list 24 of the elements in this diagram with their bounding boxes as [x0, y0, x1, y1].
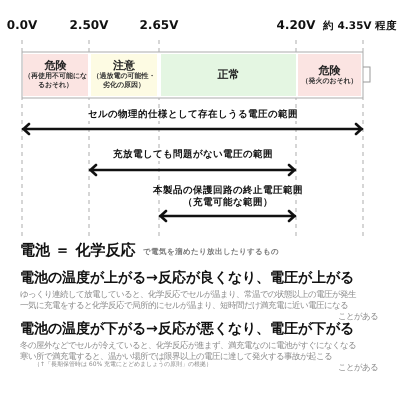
range-label: 本製品の保護回路の終止電圧範囲: [152, 186, 304, 196]
voltage-zone: [161, 54, 296, 96]
voltage-label: 4.20V: [276, 19, 316, 33]
voltage-label: 2.65V: [138, 19, 180, 33]
zone-title: 注意: [113, 60, 135, 72]
body-text: ゆっくり連続して放電していると、化学反応でセルが温まり、常温での状態以上の電圧が発生: [20, 290, 356, 300]
heading: 電池の温度が上がる→反応が良くなり、電圧が上がる: [20, 270, 354, 286]
heading: 電池 ＝ 化学反応: [20, 242, 136, 260]
voltage-label: 約 4.35V 程度: [322, 20, 398, 32]
body-text: ことがある: [337, 312, 378, 322]
body-text: ことがある: [337, 363, 378, 373]
body-text: 冬の屋外などでセルが冷えていると、化学反応が進まず、満充電なのに電池がすぐになくなる: [20, 341, 356, 351]
voltage-label: 0.0V: [6, 19, 38, 33]
range-label: （充電可能な範囲）: [182, 198, 274, 209]
voltage-label: 2.50V: [68, 19, 110, 33]
voltage-zone: [23, 54, 88, 96]
zone-title: 危険: [318, 64, 340, 77]
voltage-zone: [91, 54, 157, 96]
heading: 電池の温度が下がる→反応が悪くなり、電圧が下がる: [20, 321, 354, 338]
body-text: 一気に充電をすると化学反応で局所的にセルが温まり、短時間だけ満充電に近い電圧になる: [20, 301, 348, 311]
zone-title: 正常: [218, 68, 240, 82]
voltage-zone: [298, 54, 361, 96]
zone-title: 危険: [44, 60, 66, 72]
body-text: 寒い所で満充電すると、温かい場所では限界以上の電圧に達して発火する事故が起こる: [20, 352, 332, 361]
